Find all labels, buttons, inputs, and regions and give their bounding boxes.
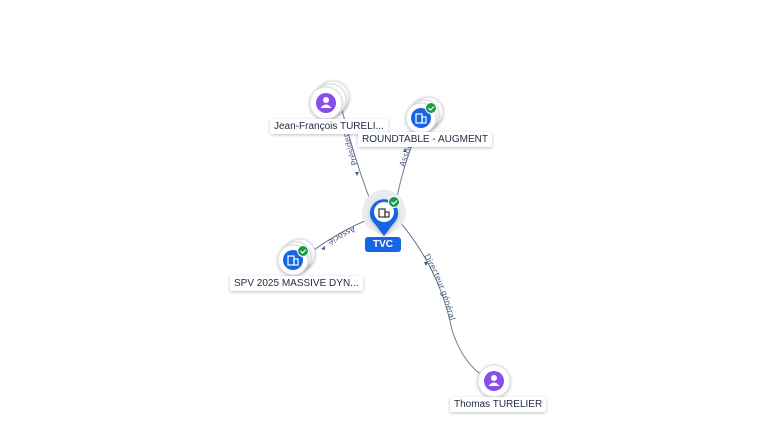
company-node-roundtable[interactable] [405, 96, 444, 134]
person-icon [316, 93, 336, 113]
check-badge-icon [297, 245, 309, 257]
node-label-thomas[interactable]: Thomas TURELIER [450, 397, 547, 412]
check-badge-icon [425, 102, 437, 114]
building-icon [378, 208, 390, 218]
arrow-icon [424, 262, 428, 266]
arrow-icon [403, 148, 407, 152]
building-icon [283, 250, 303, 270]
node-label-roundtable[interactable]: ROUNDTABLE - AUGMENT [358, 132, 492, 147]
center-node-label[interactable]: TVC [365, 237, 401, 252]
node-label-jean-francois[interactable]: Jean-François TURELI... [270, 119, 388, 134]
company-node-spv-2025[interactable] [277, 238, 316, 276]
arrow-icon [321, 246, 325, 250]
check-badge-icon [388, 196, 400, 208]
person-node-thomas[interactable] [477, 364, 511, 398]
edge-label-associe-spv: Associé [326, 224, 357, 247]
node-label-spv-2025[interactable]: SPV 2025 MASSIVE DYN... [230, 276, 363, 291]
person-node-jean-francois[interactable] [309, 80, 350, 120]
center-node-tvc[interactable] [362, 190, 406, 236]
building-icon [411, 108, 431, 128]
person-icon [484, 371, 504, 391]
arrow-icon [355, 172, 359, 176]
